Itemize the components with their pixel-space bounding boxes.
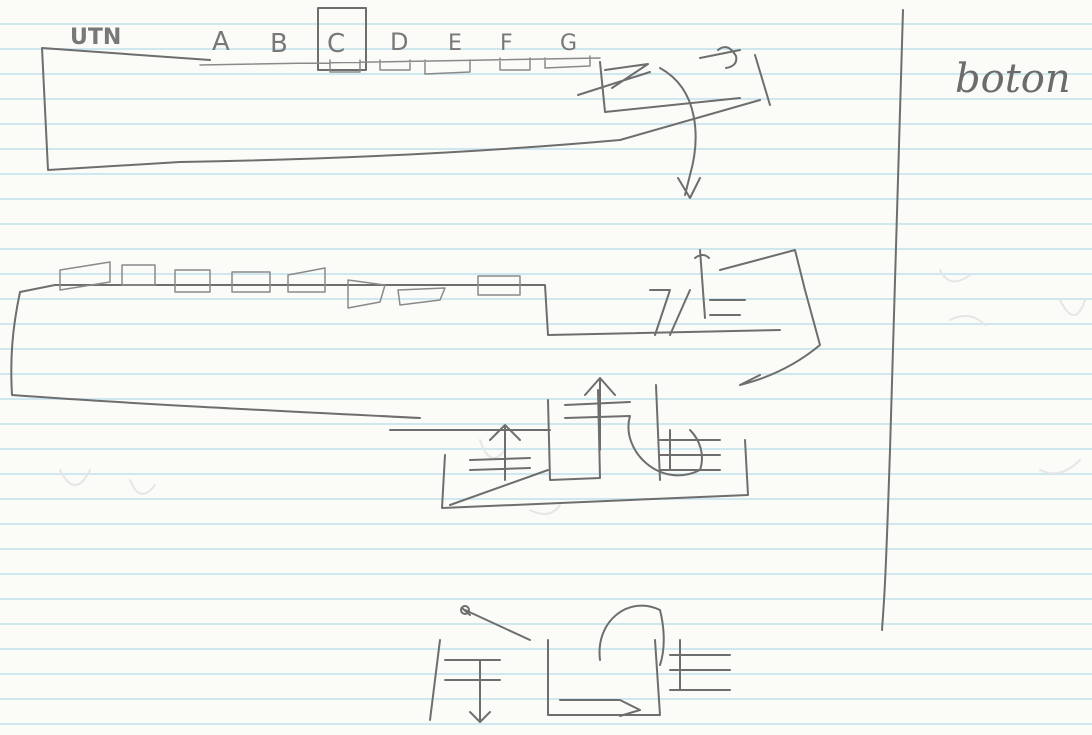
slot-label-e: E <box>448 31 462 56</box>
slot-label-a: A <box>212 27 230 57</box>
column-divider <box>882 10 903 630</box>
slot-label-g: G <box>560 31 577 56</box>
top-window-sketch: UTN A B C D E F G <box>42 8 770 198</box>
bleed-through-marks <box>60 270 1085 514</box>
bottom-lever <box>462 608 530 640</box>
utn-label: UTN <box>70 25 121 50</box>
middle-window-sketch <box>11 250 820 418</box>
slot-label-b: B <box>270 29 288 59</box>
top-to-middle-connector <box>660 68 700 198</box>
bottom-left-stack <box>430 640 500 722</box>
bottom-right-stack <box>670 640 730 690</box>
lower-widget-stack-right <box>660 430 720 470</box>
bottom-widget-sketch <box>430 606 730 722</box>
lower-widget-sketch <box>390 378 748 508</box>
boton-label: boton <box>955 56 1071 102</box>
lower-widget-arrow-left <box>450 425 548 505</box>
tab-strip <box>200 56 600 74</box>
slot-label-d: D <box>390 28 408 56</box>
bottom-arc <box>600 606 664 665</box>
top-window-frame <box>42 48 760 170</box>
bottom-center-box <box>548 640 660 716</box>
lower-widget-frame <box>390 385 748 508</box>
slot-label-f: F <box>500 31 513 56</box>
slot-label-c: C <box>327 29 345 59</box>
lower-widget-arrow-center <box>565 378 702 475</box>
middle-right-widget <box>650 250 820 385</box>
